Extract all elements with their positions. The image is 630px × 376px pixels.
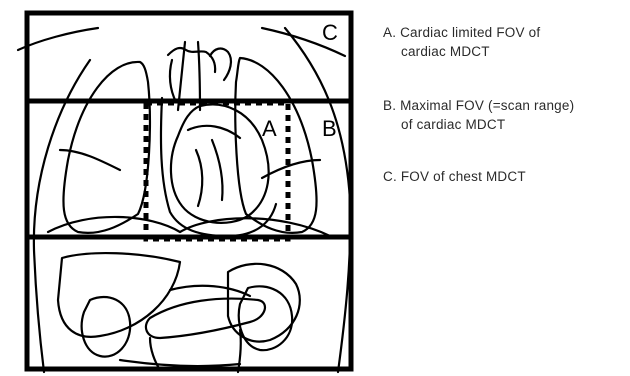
anatomy-sketch	[18, 28, 350, 372]
legend-item-a: A. Cardiac limited FOV of cardiac MDCT	[383, 23, 540, 61]
legend-item-a-line1: A. Cardiac limited FOV of	[383, 23, 540, 42]
legend-item-c: C. FOV of chest MDCT	[383, 167, 526, 186]
box-b-label: B	[322, 116, 337, 141]
liver	[58, 253, 180, 337]
left-lung	[63, 62, 149, 233]
legend-item-b-line2: of cardiac MDCT	[383, 115, 574, 134]
fov-boxes	[27, 13, 351, 369]
left-kidney	[82, 297, 130, 357]
box-c-label: C	[322, 20, 338, 45]
legend-item-c-line1: C. FOV of chest MDCT	[383, 167, 526, 186]
legend-item-a-line2: cardiac MDCT	[383, 42, 540, 61]
box-a-label: A	[262, 116, 277, 141]
pancreas	[146, 299, 265, 338]
legend-item-b-line1: B. Maximal FOV (=scan range)	[383, 96, 574, 115]
legend-item-b: B. Maximal FOV (=scan range) of cardiac …	[383, 96, 574, 134]
box-c-chest-fov	[27, 13, 351, 369]
anatomy-fov-diagram: C B A	[0, 0, 360, 376]
